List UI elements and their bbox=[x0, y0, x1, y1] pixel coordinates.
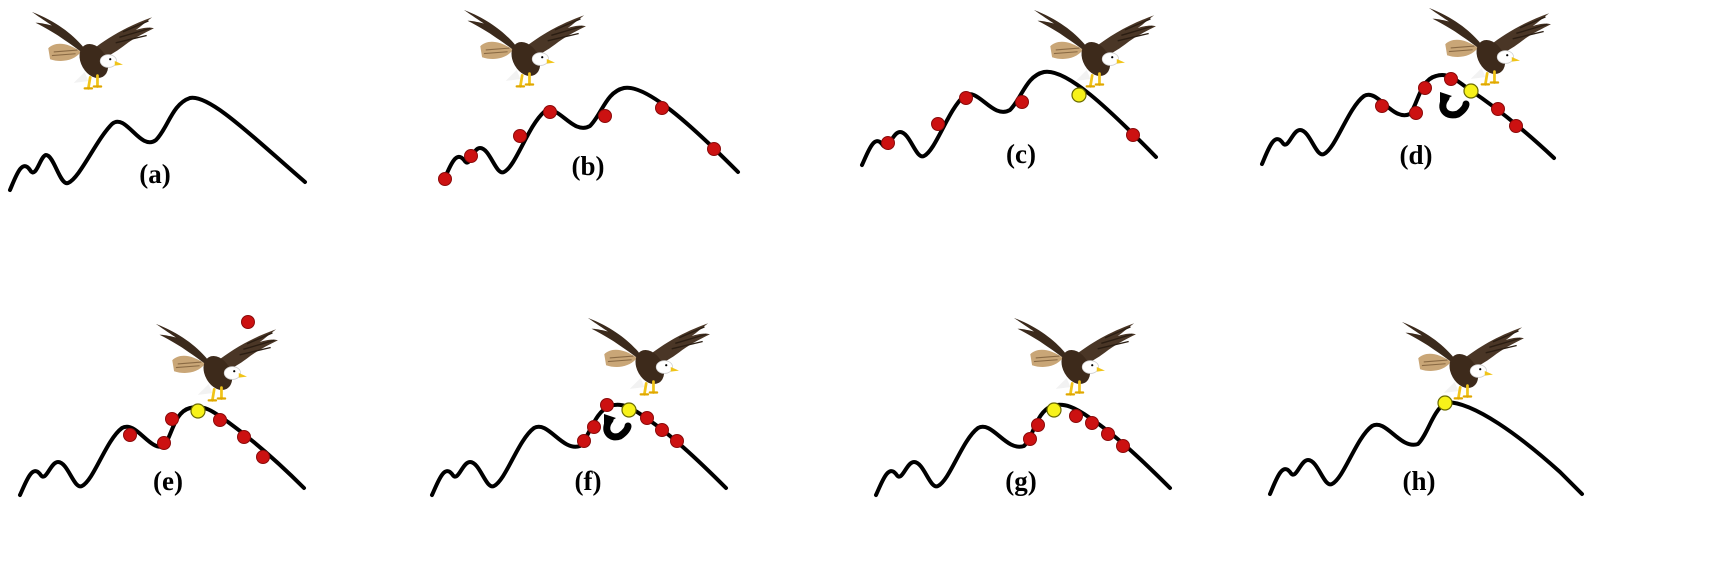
population-dot bbox=[1509, 119, 1523, 133]
panel-a: (a) bbox=[8, 10, 307, 192]
population-dot bbox=[1126, 128, 1140, 142]
panel-b: (b) bbox=[438, 8, 740, 186]
bald-eagle-icon bbox=[586, 316, 712, 396]
bald-eagle-icon bbox=[1427, 6, 1553, 86]
panel-d: (d) bbox=[1260, 6, 1556, 170]
population-dot bbox=[543, 105, 557, 119]
population-dot bbox=[1418, 81, 1432, 95]
best-solution-dot bbox=[1071, 87, 1087, 103]
population-dot bbox=[1444, 72, 1458, 86]
curved-arrow-icon bbox=[603, 416, 632, 441]
population-dot bbox=[655, 101, 669, 115]
best-solution-dot bbox=[190, 403, 206, 419]
population-dot bbox=[959, 91, 973, 105]
panel-label: (d) bbox=[1400, 140, 1433, 170]
arrow-head bbox=[604, 414, 616, 426]
population-dot bbox=[165, 412, 179, 426]
panel-f: (f) bbox=[430, 316, 728, 497]
fitness-curve bbox=[1268, 400, 1584, 496]
population-dot bbox=[1069, 409, 1083, 423]
curved-arrow-icon bbox=[1439, 94, 1470, 119]
arrow-head bbox=[1440, 92, 1452, 104]
panel-label: (b) bbox=[572, 151, 605, 181]
panel-label: (h) bbox=[1403, 466, 1436, 496]
panel-label: (f) bbox=[575, 466, 602, 496]
population-dot bbox=[256, 450, 270, 464]
fitness-curve bbox=[442, 85, 740, 182]
bald-eagle-icon bbox=[1012, 316, 1138, 396]
population-dot bbox=[1409, 106, 1423, 120]
best-solution-dot bbox=[1437, 395, 1453, 411]
population-dot bbox=[1101, 427, 1115, 441]
bald-eagle-icon bbox=[30, 10, 156, 90]
population-dot bbox=[1491, 102, 1505, 116]
panel-e: (e) bbox=[18, 315, 306, 497]
bald-eagle-icon bbox=[1400, 320, 1526, 400]
panel-g: (g) bbox=[874, 316, 1172, 497]
population-dot bbox=[655, 423, 669, 437]
population-dot bbox=[577, 434, 591, 448]
panel-h: (h) bbox=[1268, 320, 1584, 496]
population-dot bbox=[157, 436, 171, 450]
panel-label: (c) bbox=[1006, 139, 1036, 169]
population-dot bbox=[707, 142, 721, 156]
population-dot bbox=[931, 117, 945, 131]
panel-label: (a) bbox=[139, 159, 170, 189]
panel-label: (e) bbox=[153, 466, 183, 496]
panel-c: (c) bbox=[860, 8, 1158, 169]
bald-eagle-icon bbox=[462, 8, 588, 88]
population-dot bbox=[513, 129, 527, 143]
population-dot bbox=[1031, 418, 1045, 432]
population-dot bbox=[598, 109, 612, 123]
population-dot bbox=[237, 430, 251, 444]
detached-population-dot bbox=[241, 315, 255, 329]
bald-eagle-icon bbox=[154, 322, 280, 402]
population-dot bbox=[1375, 99, 1389, 113]
best-solution-dot bbox=[621, 402, 637, 418]
population-dot bbox=[600, 398, 614, 412]
population-dot bbox=[464, 149, 478, 163]
bald-eagle-icon bbox=[1032, 8, 1158, 88]
best-solution-dot bbox=[1463, 83, 1479, 99]
population-dot bbox=[213, 413, 227, 427]
best-solution-dot bbox=[1046, 402, 1062, 418]
population-dot bbox=[1116, 439, 1130, 453]
population-dot bbox=[1085, 416, 1099, 430]
population-dot bbox=[1015, 95, 1029, 109]
population-dot bbox=[881, 136, 895, 150]
population-dot bbox=[587, 420, 601, 434]
population-dot bbox=[640, 411, 654, 425]
fitness-curve bbox=[18, 405, 306, 497]
population-dot bbox=[670, 434, 684, 448]
population-dot bbox=[438, 172, 452, 186]
fitness-curve bbox=[8, 95, 307, 192]
population-dot bbox=[123, 428, 137, 442]
population-dot bbox=[1023, 432, 1037, 446]
panel-label: (g) bbox=[1005, 466, 1036, 496]
